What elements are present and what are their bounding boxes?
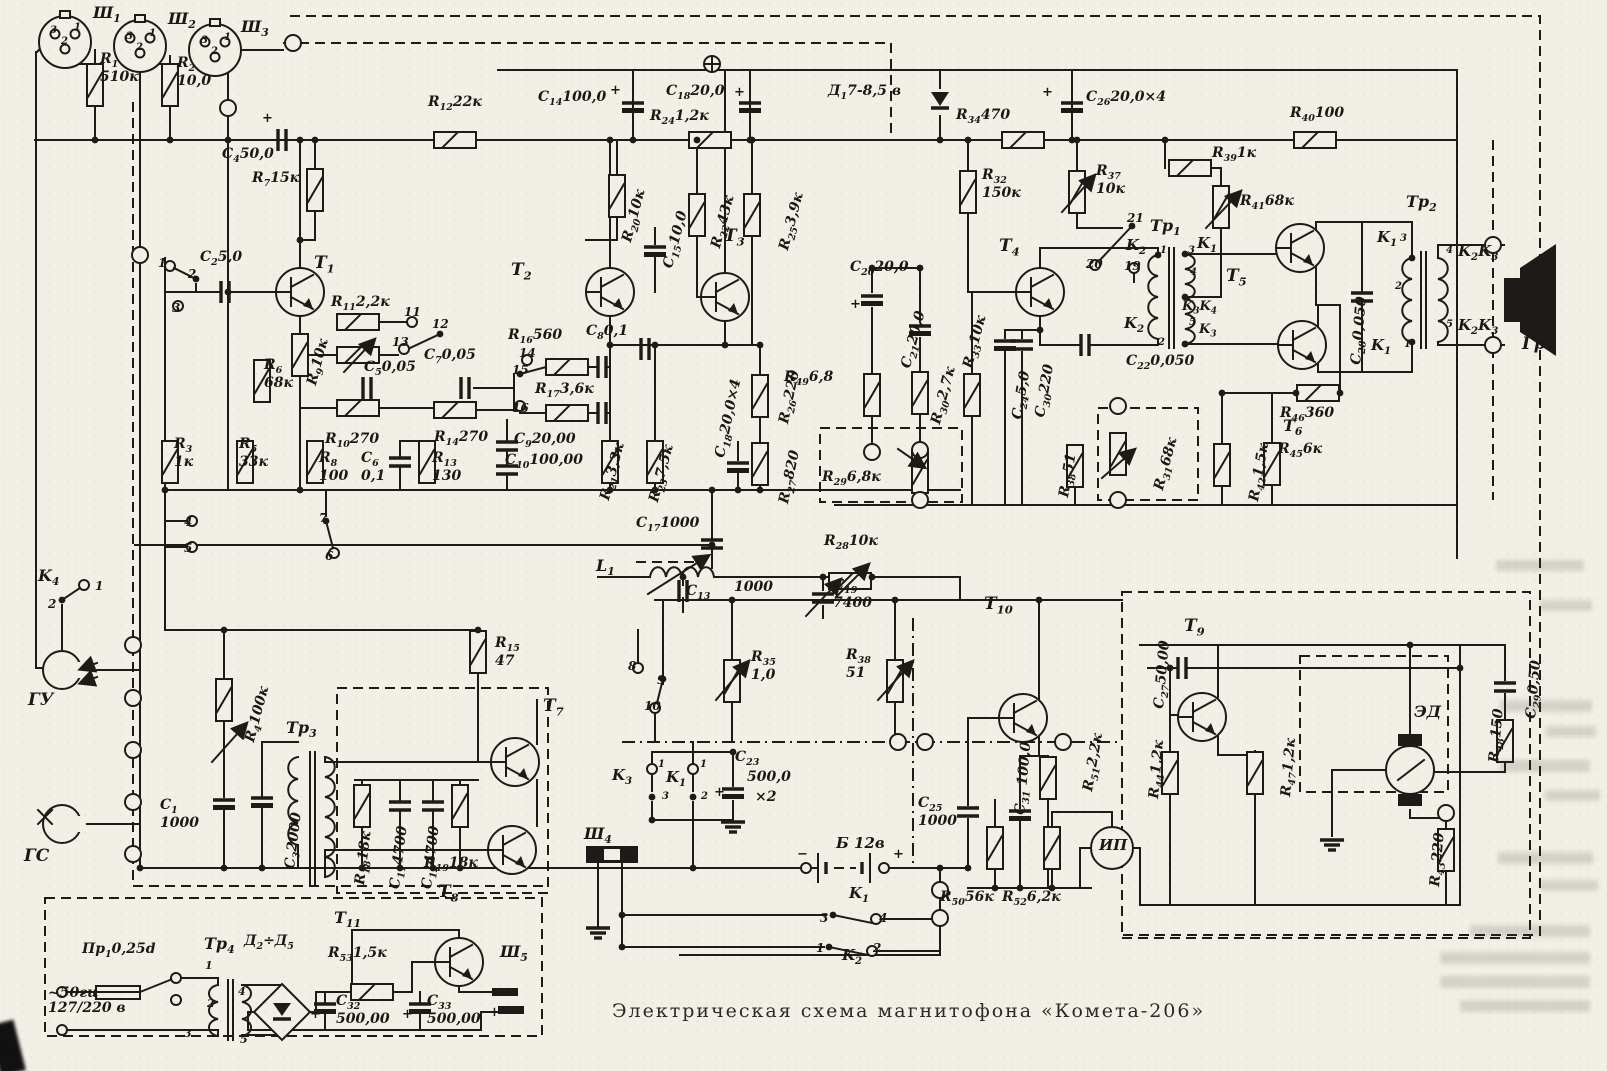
- transformers-coils: [208, 247, 1449, 1041]
- wires-bottom: [61, 599, 1506, 1037]
- terminals: [124, 34, 1502, 927]
- resistors: [86, 63, 1514, 1001]
- junction-dots: [91, 136, 1464, 951]
- wires-middle: [134, 69, 1458, 619]
- caption: Электрическая схема магнитофона «Комета-…: [612, 1000, 1206, 1022]
- wires-right: [834, 139, 1505, 506]
- special-parts: [36, 10, 1556, 1042]
- dashed-boundaries: [44, 15, 1541, 1037]
- switch-contacts: [56, 222, 1140, 1036]
- pot-arrows: [210, 173, 1243, 764]
